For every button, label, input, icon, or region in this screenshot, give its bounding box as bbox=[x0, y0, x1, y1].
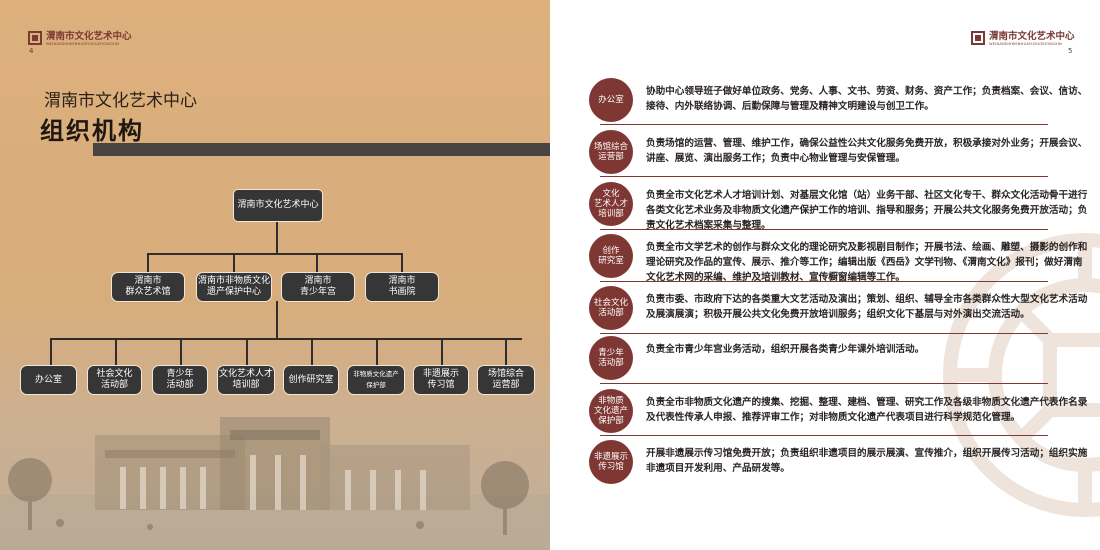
connector bbox=[246, 338, 248, 366]
heading-title: 组织机构 bbox=[40, 117, 144, 145]
dept-description: 协助中心领导班子做好单位政务、党务、人事、文书、劳资、财务、资产工作；负责档案、… bbox=[646, 86, 1088, 112]
divider bbox=[600, 229, 1048, 230]
dept-description: 负责全市文化艺术人才培训计划、对基层文化馆（站）业务干部、社区文化专干、群众文化… bbox=[646, 190, 1088, 231]
org-root: 渭南市文化艺术中心 bbox=[233, 189, 323, 222]
logo-title: 渭南市文化艺术中心 bbox=[989, 31, 1075, 42]
page-number-left: 4 bbox=[29, 47, 34, 55]
connector bbox=[233, 253, 235, 273]
connector bbox=[441, 338, 443, 366]
logo-title: 渭南市文化艺术中心 bbox=[46, 31, 132, 42]
brand-logo: 渭南市文化艺术中心 WEINANSHIWENHUAYISHUZHONGXIN bbox=[28, 31, 132, 47]
dept-badge: 办公室 bbox=[589, 78, 633, 122]
connector bbox=[316, 253, 318, 273]
connector bbox=[50, 338, 52, 366]
dept-badge: 社会文化 活动部 bbox=[589, 286, 633, 330]
right-page: 渭南市文化艺术中心 WEINANSHIWENHUAYISHUZHONGXIN 5… bbox=[550, 0, 1100, 550]
dept-badge: 场馆综合 运营部 bbox=[589, 130, 633, 174]
divider bbox=[600, 435, 1048, 436]
dept-description: 负责全市文学艺术的创作与群众文化的理论研究及影视剧目制作；开展书法、绘画、雕塑、… bbox=[646, 242, 1088, 283]
dept-description: 负责全市非物质文化遗产的搜集、挖掘、整理、建档、管理、研究工作及各级非物质文化遗… bbox=[646, 397, 1088, 423]
brand-logo-right: 渭南市文化艺术中心 WEINANSHIWENHUAYISHUZHONGXIN bbox=[971, 31, 1075, 47]
org-node-venue-operation: 场馆综合 运营部 bbox=[477, 365, 535, 395]
logo-mark-icon bbox=[971, 31, 985, 45]
org-node-art-museum: 渭南市 群众艺术馆 bbox=[111, 272, 185, 302]
logo-pinyin: WEINANSHIWENHUAYISHUZHONGXIN bbox=[989, 42, 1062, 46]
org-node-youth-activity: 青少年 活动部 bbox=[152, 365, 208, 395]
connector bbox=[401, 253, 403, 273]
connector bbox=[115, 338, 117, 366]
divider bbox=[600, 333, 1048, 334]
connector bbox=[505, 338, 507, 366]
org-node-youth-palace: 渭南市 青少年宫 bbox=[281, 272, 355, 302]
org-node-heritage-center: 渭南市非物质文化 遗产保护中心 bbox=[196, 272, 272, 302]
dept-badge: 创作 研究室 bbox=[589, 234, 633, 278]
logo-pinyin: WEINANSHIWENHUAYISHUZHONGXIN bbox=[46, 42, 119, 46]
connector bbox=[311, 338, 313, 366]
seal-watermark-icon bbox=[943, 233, 1100, 517]
connector bbox=[180, 338, 182, 366]
dept-description: 负责场馆的运营、管理、维护工作，确保公益性公共文化服务免费开放，积极承接对外业务… bbox=[646, 138, 1088, 164]
connector bbox=[147, 253, 403, 255]
dept-description: 负责市委、市政府下达的各类重大文艺活动及演出；策划、组织、辅导全市各类群众性大型… bbox=[646, 294, 1088, 320]
org-node-creative-research: 创作研究室 bbox=[283, 365, 339, 395]
org-node-office: 办公室 bbox=[20, 365, 77, 395]
dept-description: 负责全市青少年宫业务活动，组织开展各类青少年课外培训活动。 bbox=[646, 344, 925, 355]
divider bbox=[600, 176, 1048, 177]
dept-description: 开展非遗展示传习馆免费开放；负责组织非遗项目的展示展演、宣传推介，组织开展传习活… bbox=[646, 448, 1088, 474]
heading-subtitle: 渭南市文化艺术中心 bbox=[44, 91, 197, 111]
page-number-right: 5 bbox=[1068, 47, 1073, 55]
org-node-painting-academy: 渭南市 书画院 bbox=[365, 272, 439, 302]
divider bbox=[600, 281, 1048, 282]
connector bbox=[276, 222, 278, 254]
connector bbox=[276, 301, 278, 339]
dept-badge: 青少年 活动部 bbox=[589, 336, 633, 380]
left-page: 渭南市文化艺术中心 WEINANSHIWENHUAYISHUZHONGXIN 4… bbox=[0, 0, 550, 550]
heading-rule bbox=[93, 143, 550, 156]
divider bbox=[600, 383, 1048, 384]
dept-badge: 文化 艺术人才 培训部 bbox=[589, 182, 633, 226]
dept-badge: 非遗展示 传习馆 bbox=[589, 440, 633, 484]
org-node-social-culture: 社会文化 活动部 bbox=[87, 365, 142, 395]
dept-badge: 非物质 文化遗产 保护部 bbox=[589, 389, 633, 433]
divider bbox=[600, 124, 1048, 125]
logo-mark-icon bbox=[28, 31, 42, 45]
connector bbox=[147, 253, 149, 273]
org-node-talent-training: 文化艺术人才 培训部 bbox=[217, 365, 275, 395]
org-node-heritage-hall: 非遗展示 传习馆 bbox=[413, 365, 469, 395]
connector bbox=[376, 338, 378, 366]
connector bbox=[50, 338, 522, 340]
building-illustration bbox=[0, 417, 550, 550]
org-node-heritage-protection: 非物质文化遗产 保护部 bbox=[347, 365, 405, 395]
